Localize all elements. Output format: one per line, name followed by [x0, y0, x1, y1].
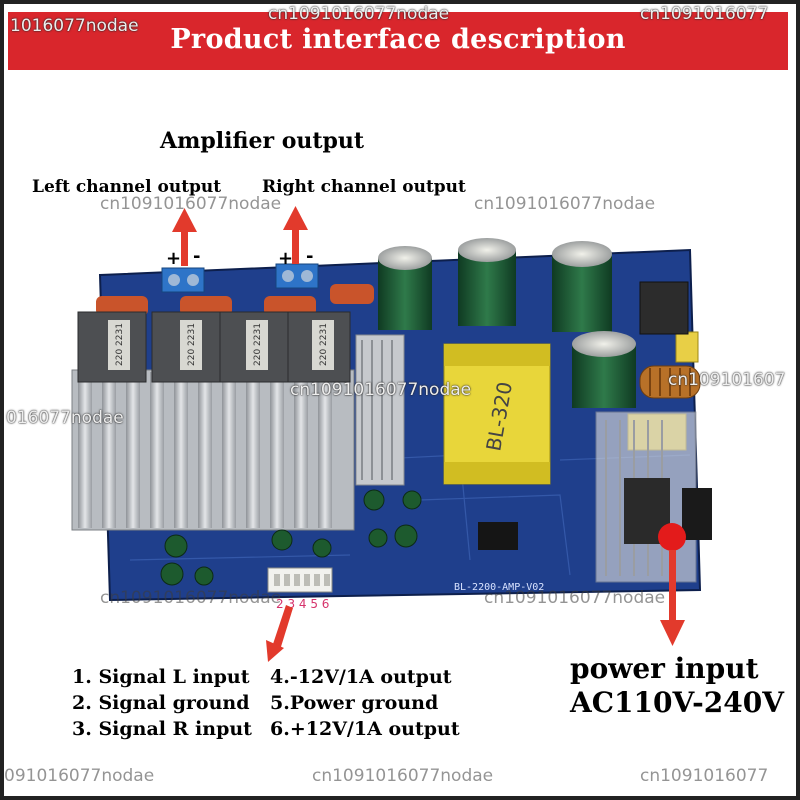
transistor-label-1: 220 2231 [115, 323, 125, 366]
watermark: cn1091016077nodae [268, 4, 450, 24]
connector-pin-numbers: 2 3 4 5 6 [276, 597, 329, 611]
transistor-label-2: 220 2231 [187, 323, 197, 366]
watermark: cn1091016077nodae [100, 588, 282, 608]
left-channel-label: Left channel output [32, 177, 222, 197]
left-minus-sign: - [193, 246, 200, 267]
right-plus-sign: + [278, 248, 293, 269]
watermark: cn109101607 [668, 370, 786, 390]
watermark: cn1091016077nodae [312, 766, 494, 786]
film-capacitor [264, 296, 316, 316]
watermark: 091016077nodae [4, 766, 155, 786]
x-capacitor [675, 331, 699, 363]
power-input-arrow [660, 550, 685, 646]
film-capacitor [330, 284, 374, 304]
fuse [639, 281, 689, 335]
small-capacitors [160, 489, 422, 586]
ic-chip [478, 522, 518, 550]
watermark: 016077nodae [6, 408, 124, 428]
power-input-title: power input [570, 652, 759, 685]
small-heat-sink [355, 334, 405, 486]
pin-1-description: 1. Signal L input [72, 666, 250, 688]
right-channel-label: Right channel output [262, 177, 466, 197]
watermark: cn1091016077nodae [100, 194, 282, 214]
right-output-arrow [283, 206, 308, 264]
right-minus-sign: - [306, 246, 313, 267]
board-model-label: BL-2200-AMP-V02 [454, 582, 544, 593]
power-input-marker [658, 523, 686, 551]
pin-4-description: 4.-12V/1A output [270, 666, 452, 688]
pin-6-description: 6.+12V/1A output [270, 718, 460, 740]
left-plus-sign: + [166, 248, 181, 269]
output-inductors [77, 311, 351, 383]
watermark: cn1091016077 [640, 4, 769, 24]
left-output-arrow [172, 208, 197, 266]
transistor-label-4: 220 2231 [319, 323, 329, 366]
film-capacitor [180, 296, 232, 316]
transistor-label-3: 220 2231 [253, 323, 263, 366]
watermark: cn1091016077nodae [474, 194, 656, 214]
amplifier-output-heading: Amplifier output [160, 128, 365, 154]
filter-capacitor [378, 246, 432, 330]
heat-sink-fins [78, 372, 332, 528]
title-banner: Product interface description [8, 12, 788, 70]
watermark: 1016077nodae [10, 16, 139, 36]
power-input-voltage: AC110V-240V [570, 686, 784, 719]
transformer [443, 343, 551, 485]
filter-capacitor [572, 331, 636, 408]
pin-2-description: 2. Signal ground [72, 692, 250, 714]
banner-title: Product interface description [170, 24, 626, 55]
filter-capacitor [552, 241, 612, 332]
filter-capacitor [458, 238, 516, 326]
watermark: cn1091016077 [640, 766, 769, 786]
pin-3-description: 3. Signal R input [72, 718, 252, 740]
pin-5-description: 5.Power ground [270, 692, 439, 714]
watermark: cn1091016077nodae [484, 588, 666, 608]
film-capacitor [96, 296, 148, 316]
signal-connector-arrow [266, 605, 293, 662]
watermark: cn1091016077nodae [290, 380, 472, 400]
power-input-connector [682, 488, 712, 540]
